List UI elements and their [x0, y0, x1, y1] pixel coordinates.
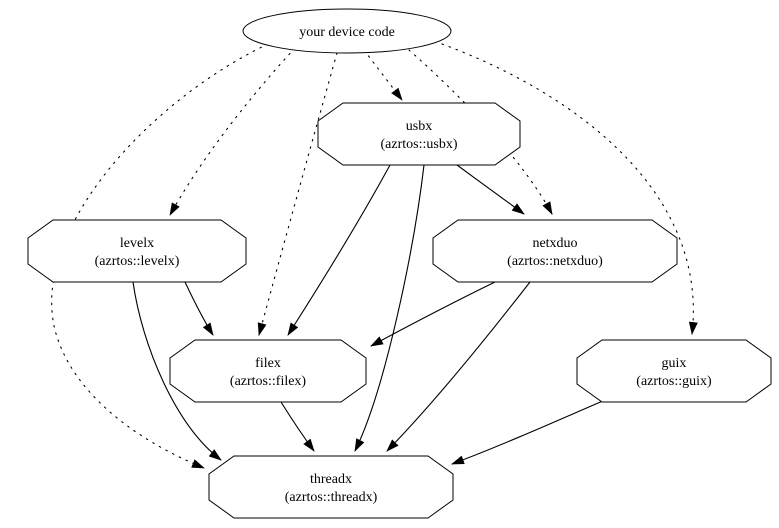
node-device: your device code	[242, 8, 452, 54]
edge-netxduo-threadx	[386, 281, 531, 452]
node-sublabel: (azrtos::levelx)	[95, 254, 180, 269]
node-usbx: usbx (azrtos::usbx)	[317, 102, 521, 166]
node-label: threadx	[310, 472, 352, 487]
node-label: levelx	[120, 236, 154, 251]
filex-octagon	[169, 339, 367, 403]
edge-device-guix	[441, 43, 698, 335]
levelx-octagon	[27, 219, 247, 283]
node-sublabel: (azrtos::guix)	[636, 374, 712, 389]
edge-netxduo-filex	[370, 281, 496, 347]
node-label: usbx	[406, 119, 432, 134]
edge-levelx-threadx	[132, 281, 222, 461]
edge-usbx-threadx	[354, 164, 425, 452]
node-label: guix	[662, 356, 687, 371]
node-sublabel: (azrtos::threadx)	[285, 490, 378, 505]
node-sublabel: (azrtos::usbx)	[381, 137, 458, 152]
node-filex: filex (azrtos::filex)	[169, 339, 367, 403]
device-ellipse	[242, 8, 452, 54]
node-sublabel: (azrtos::netxduo)	[507, 254, 603, 269]
node-netxduo: netxduo (azrtos::netxduo)	[432, 219, 678, 283]
usbx-octagon	[317, 102, 521, 166]
edge-guix-threadx	[451, 399, 606, 465]
edge-levelx-filex	[184, 281, 214, 336]
edge-filex-threadx	[280, 401, 315, 452]
node-guix: guix (azrtos::guix)	[576, 339, 772, 403]
edge-device-filex	[257, 52, 338, 336]
guix-octagon	[576, 339, 772, 403]
node-threadx: threadx (azrtos::threadx)	[208, 455, 454, 519]
node-label: your device code	[299, 25, 395, 40]
node-label: netxduo	[532, 236, 577, 251]
threadx-octagon	[208, 455, 454, 519]
netxduo-octagon	[432, 219, 678, 283]
node-levelx: levelx (azrtos::levelx)	[27, 219, 247, 283]
edge-device-usbx	[363, 49, 403, 101]
edges-layer	[51, 43, 698, 469]
edge-usbx-filex	[287, 164, 391, 336]
edge-device-levelx	[169, 47, 296, 216]
node-label: filex	[255, 356, 281, 371]
edge-usbx-netxduo	[456, 164, 525, 215]
node-sublabel: (azrtos::filex)	[230, 374, 307, 389]
